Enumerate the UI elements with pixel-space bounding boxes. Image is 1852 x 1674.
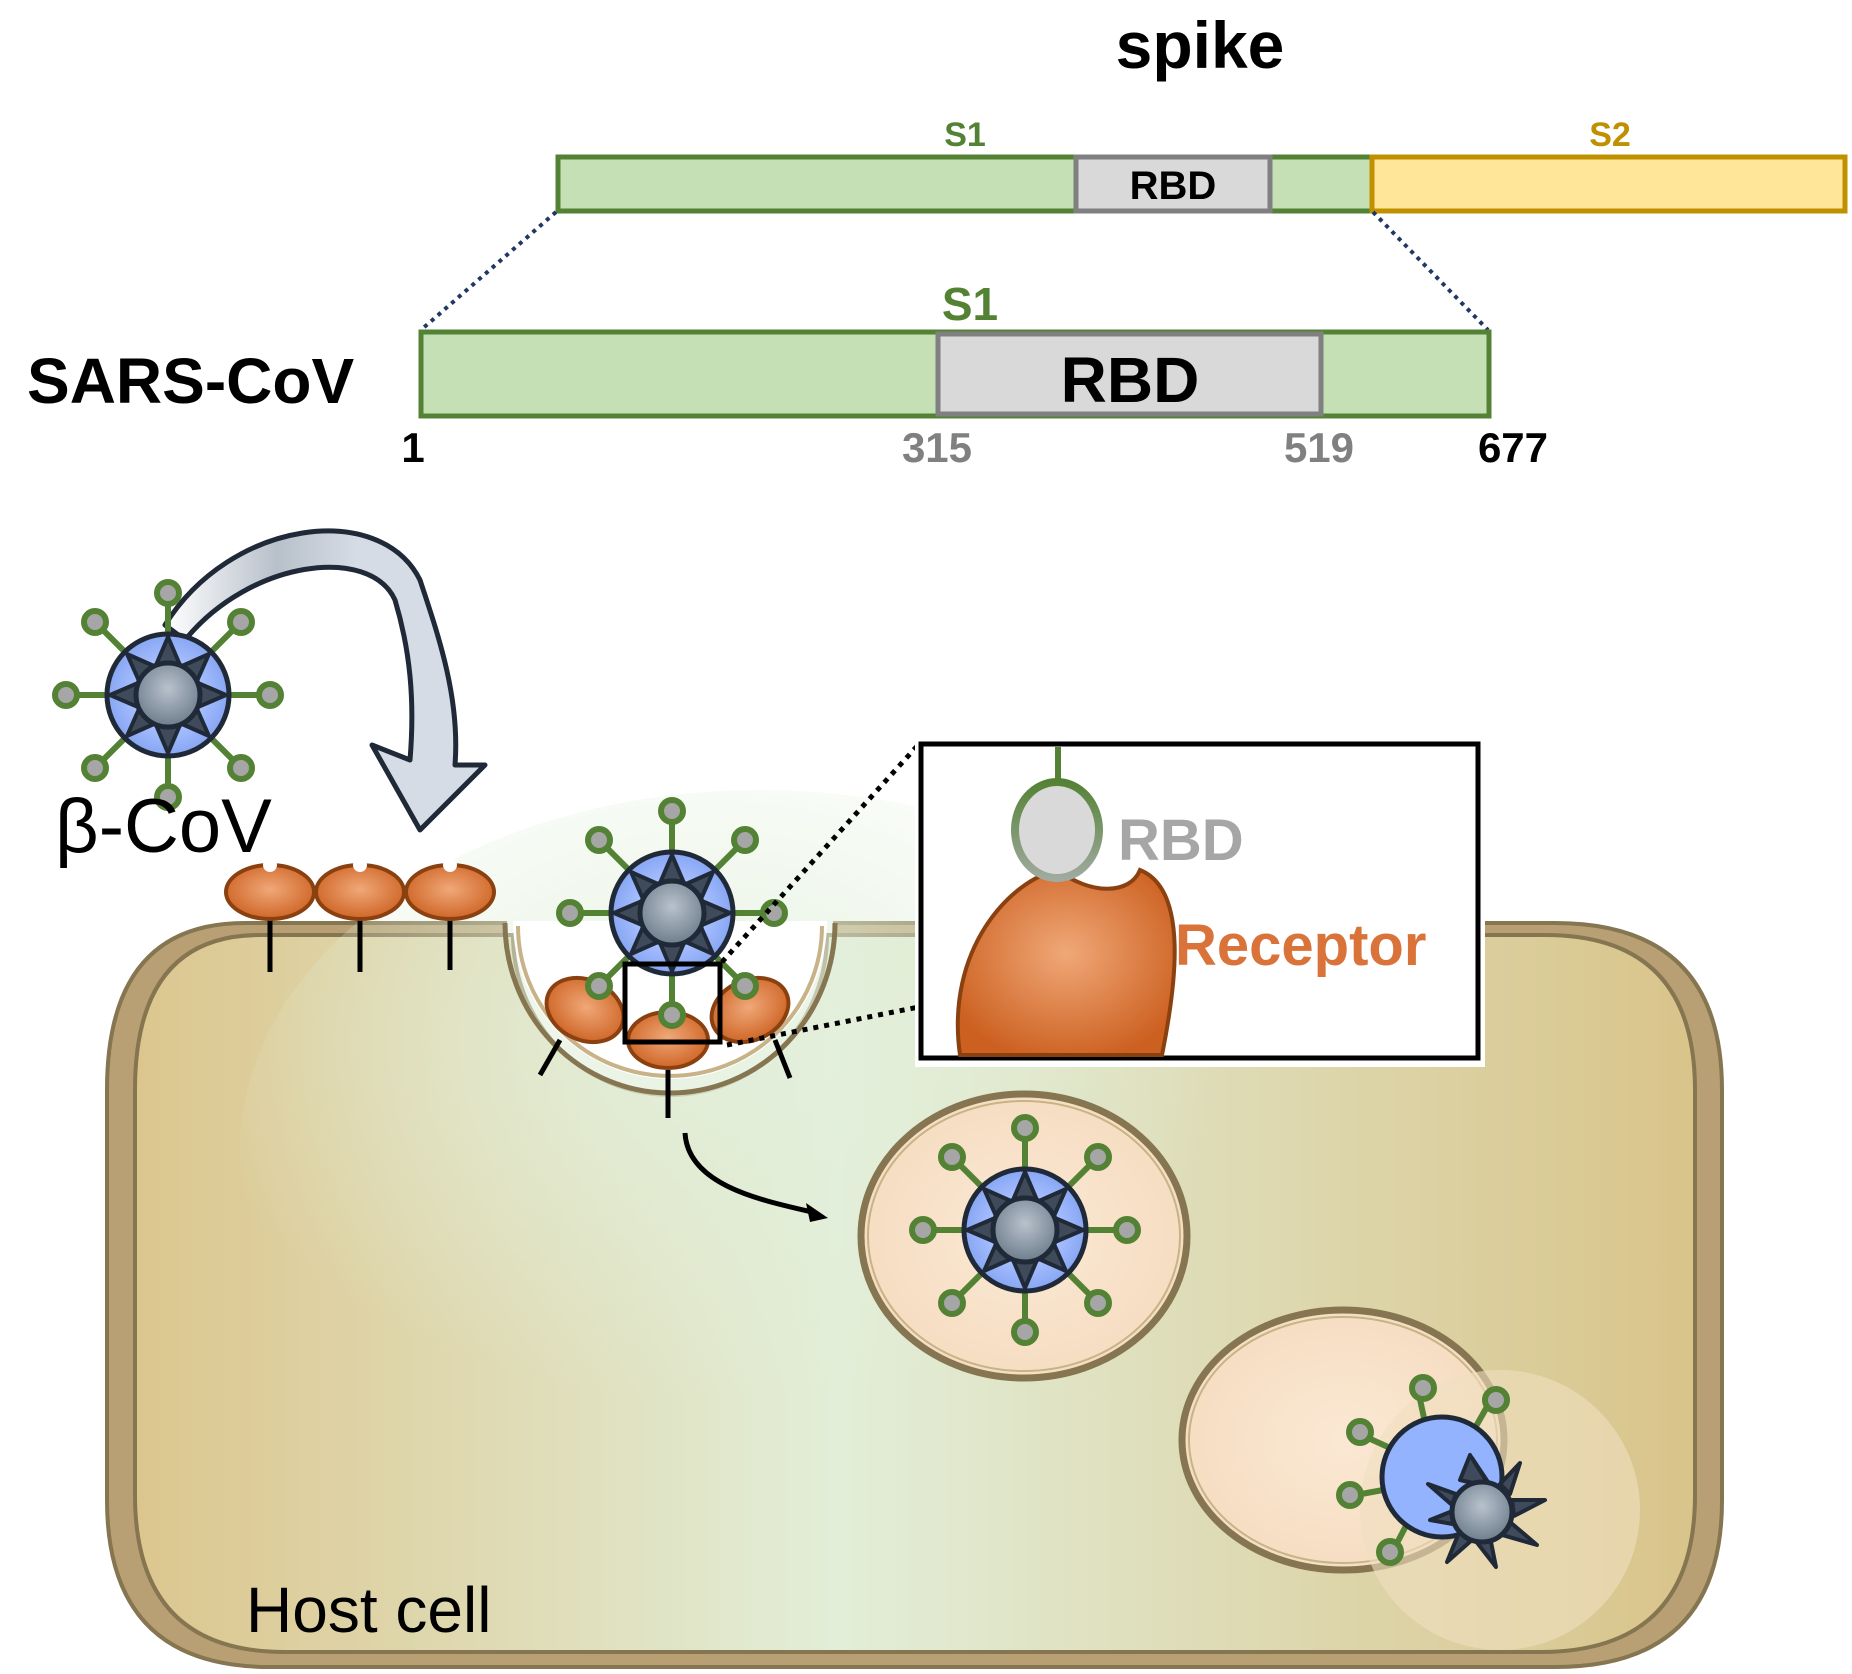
spike-s1-label: S1 bbox=[944, 116, 986, 154]
spike-s2-segment bbox=[1369, 154, 1848, 214]
host-cell-label: Host cell bbox=[246, 1574, 491, 1646]
internalization-arrow bbox=[682, 1132, 828, 1222]
position-start: 1 bbox=[401, 424, 424, 471]
sars-cov-label: SARS-CoV bbox=[27, 345, 354, 417]
spike-rbd-label: RBD bbox=[1130, 164, 1217, 208]
surface-receptors bbox=[224, 856, 496, 972]
endosome-2 bbox=[1178, 1306, 1640, 1650]
docking-virus bbox=[559, 800, 785, 1026]
inset-receptor bbox=[955, 867, 1177, 1057]
receptor-2 bbox=[314, 856, 406, 921]
zoom-lines bbox=[720, 742, 921, 1048]
sars-rbd-label: RBD bbox=[1061, 344, 1200, 416]
sars-rbd-segment bbox=[935, 331, 1324, 417]
position-rbd-start: 315 bbox=[902, 424, 972, 471]
inset-rbd bbox=[1011, 778, 1103, 882]
docking-complex bbox=[537, 800, 793, 1118]
position-rbd-end: 519 bbox=[1284, 424, 1354, 471]
sars-cov-domain-bar: SARS-CoV S1 RBD 1 315 519 677 bbox=[27, 278, 1548, 471]
beta-cov-label: β-CoV bbox=[55, 784, 272, 869]
free-virus bbox=[55, 582, 281, 808]
endosome-virus bbox=[912, 1117, 1138, 1343]
spike-title: spike bbox=[1116, 8, 1285, 82]
spike-s2-label: S2 bbox=[1589, 116, 1631, 154]
zoom-box-small bbox=[622, 961, 723, 1045]
endosome-1 bbox=[857, 1090, 1191, 1382]
inset-receptor-label: Receptor bbox=[1175, 913, 1426, 978]
inset-rbd-label: RBD bbox=[1118, 808, 1244, 873]
fusing-virus bbox=[1336, 1374, 1547, 1569]
binding-inset: RBD Receptor bbox=[915, 737, 1485, 1067]
entry-arrow bbox=[162, 528, 488, 833]
spike-domain-bar: S1 S2 RBD bbox=[555, 116, 1848, 214]
sars-s1-label: S1 bbox=[942, 278, 998, 330]
position-end: 677 bbox=[1478, 424, 1548, 471]
expansion-lines bbox=[419, 210, 1490, 332]
spike-rbd-segment bbox=[1073, 154, 1273, 214]
